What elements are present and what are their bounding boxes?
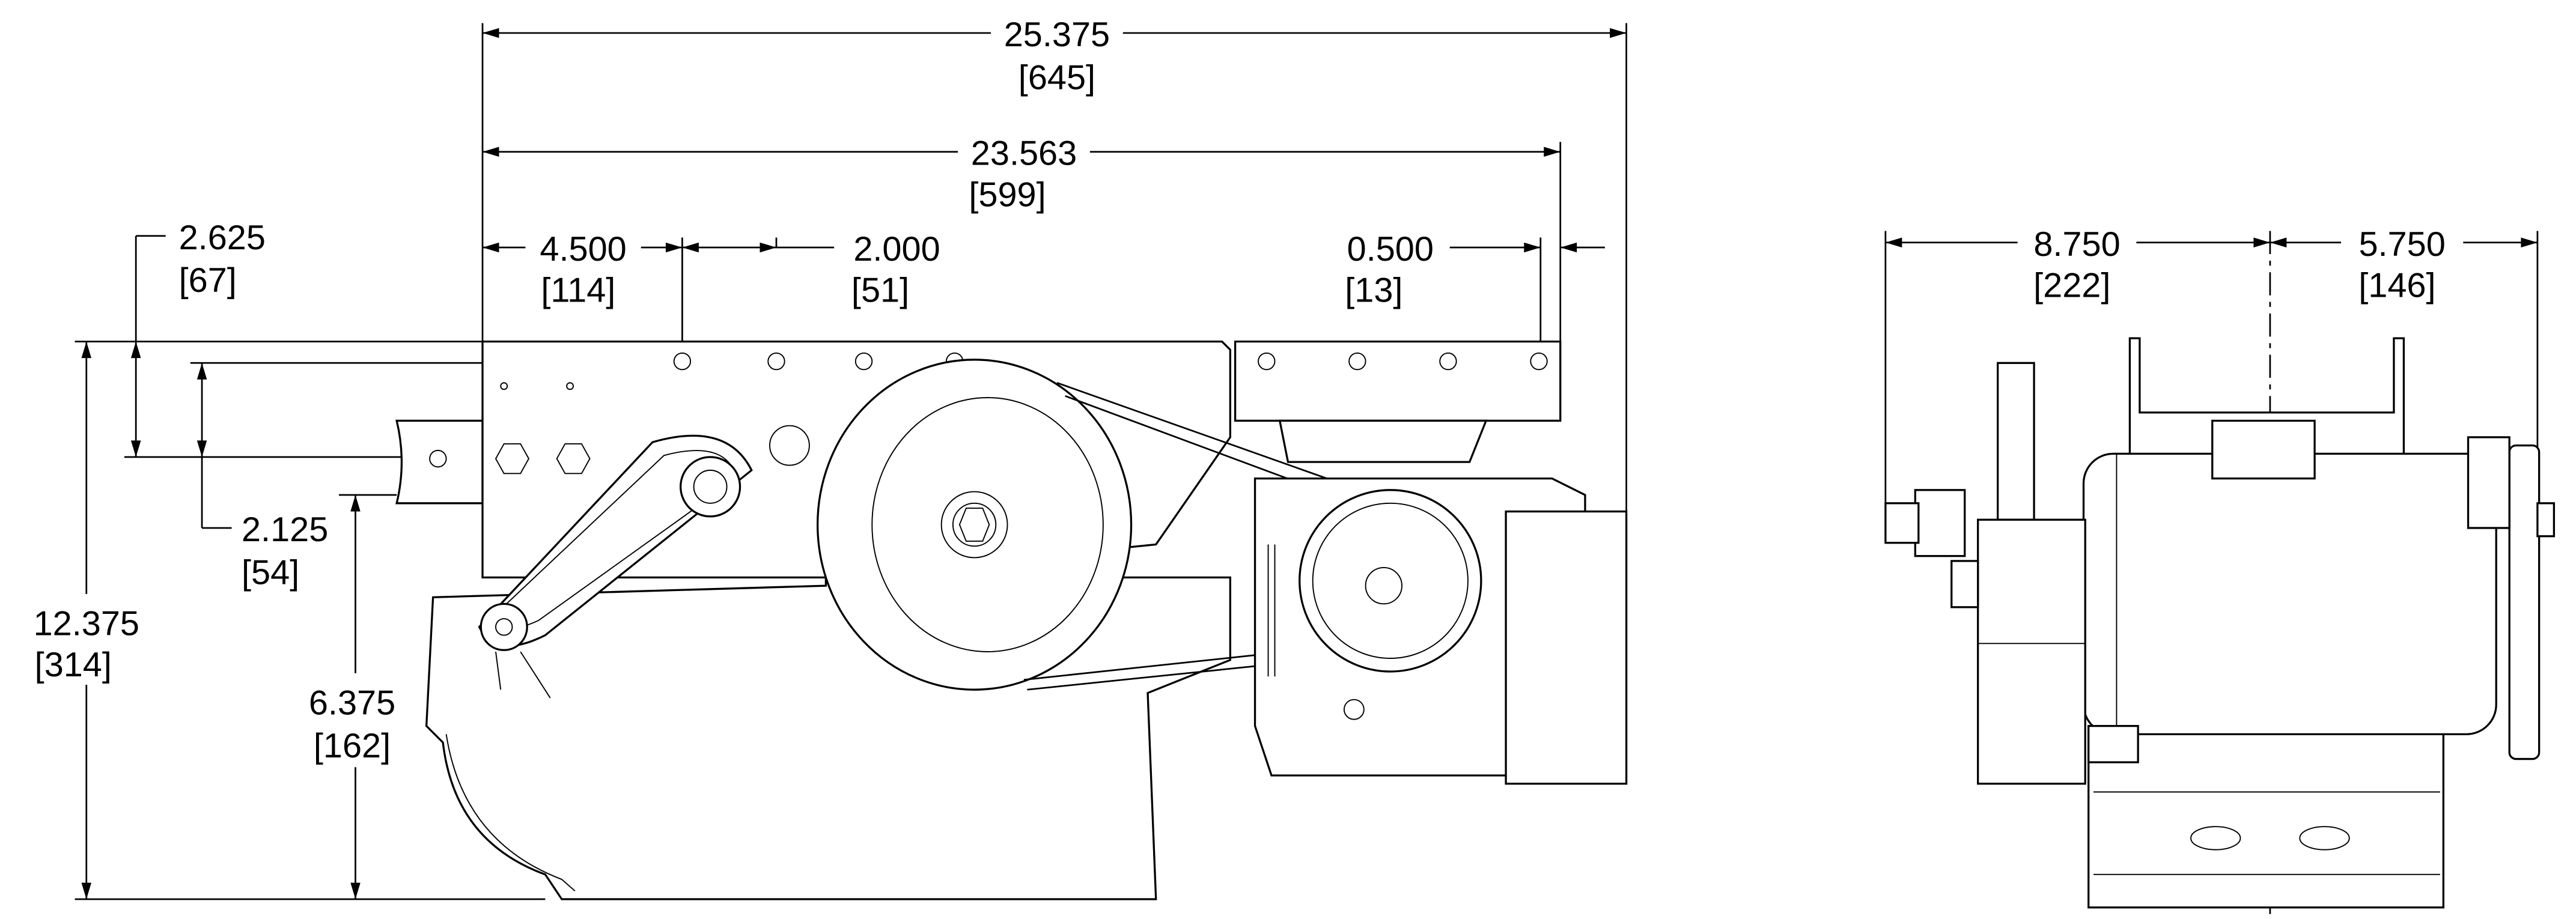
end-view-dimensions: 8.750 [222] 5.750 [146] <box>1884 225 2539 919</box>
dim-end-hole-offset-mm: [13] <box>1345 271 1402 310</box>
base-frame <box>2087 724 2444 909</box>
dim-overall-height-mm: [314] <box>35 646 112 684</box>
dim-hole-to-rail-mm: [54] <box>242 553 299 592</box>
dim-hole-spacing-in: 2.000 <box>853 230 940 268</box>
belt-pulley-edge <box>1997 362 2035 521</box>
dim-left-width-in: 8.750 <box>2033 225 2120 264</box>
motor-pulley <box>1299 489 1482 673</box>
main-pulley <box>816 359 1133 691</box>
dim-right-width: 5.750 [146] <box>2270 225 2538 305</box>
dim-first-hole-offset: 4.500 [114] <box>483 230 683 310</box>
dim-right-width-mm: [146] <box>2358 266 2435 305</box>
threaded-shaft <box>1884 502 1920 544</box>
motor-bracket <box>1234 340 1562 422</box>
side-view-dimensions: 25.375 [645] 23.563 [599] 4.500 [114] 2.… <box>34 16 1627 900</box>
dim-overall-height: 12.375 [314] <box>34 341 139 900</box>
dim-hole-spacing-mm: [51] <box>851 271 909 310</box>
dim-lower-height-mm: [162] <box>314 727 391 765</box>
dim-overall-length-in: 25.375 <box>1004 16 1110 54</box>
dim-overall-length-mm: [645] <box>1019 58 1095 97</box>
drive-sprocket <box>680 456 741 518</box>
drive-chain <box>478 434 753 699</box>
dim-rail-top-offset: 2.625 [67] <box>130 219 266 457</box>
motor-housing <box>2082 452 2497 735</box>
dim-overall-height-in: 12.375 <box>34 605 139 643</box>
gearbox <box>1977 518 2086 785</box>
rail-section <box>395 419 484 505</box>
dim-bracket-length-mm: [599] <box>969 175 1046 214</box>
dim-rail-top-offset-in: 2.625 <box>179 219 266 257</box>
dim-lower-height-in: 6.375 <box>309 684 395 722</box>
dim-left-width-mm: [222] <box>2033 266 2110 305</box>
dim-end-hole-offset: 0.500 [13] <box>1345 230 1605 310</box>
shaft-nut <box>1914 489 1966 557</box>
dim-bracket-length: 23.563 [599] <box>483 135 1561 214</box>
dim-lower-height: 6.375 [162] <box>309 495 395 900</box>
side-view-operator <box>395 340 1628 900</box>
dim-end-hole-offset-in: 0.500 <box>1347 230 1434 268</box>
idler-sprocket <box>480 602 528 651</box>
dim-hole-to-rail-in: 2.125 <box>242 511 328 549</box>
dim-first-hole-offset-mm: [114] <box>541 271 615 310</box>
end-view-operator <box>1884 337 2555 909</box>
dim-bracket-length-in: 23.563 <box>971 135 1077 173</box>
dim-hole-to-rail-offset: 2.125 [54] <box>196 363 328 592</box>
dim-right-width-in: 5.750 <box>2358 225 2445 264</box>
motor-assembly <box>1253 419 1628 785</box>
dim-rail-top-offset-mm: [67] <box>179 261 237 300</box>
motor-cover <box>1505 510 1628 785</box>
dim-first-hole-offset-in: 4.500 <box>540 230 626 268</box>
dim-overall-length: 25.375 [645] <box>483 16 1627 97</box>
dim-hole-spacing: 2.000 [51] <box>682 230 940 310</box>
end-sprocket <box>2508 444 2541 760</box>
dim-left-width: 8.750 [222] <box>1885 225 2270 305</box>
